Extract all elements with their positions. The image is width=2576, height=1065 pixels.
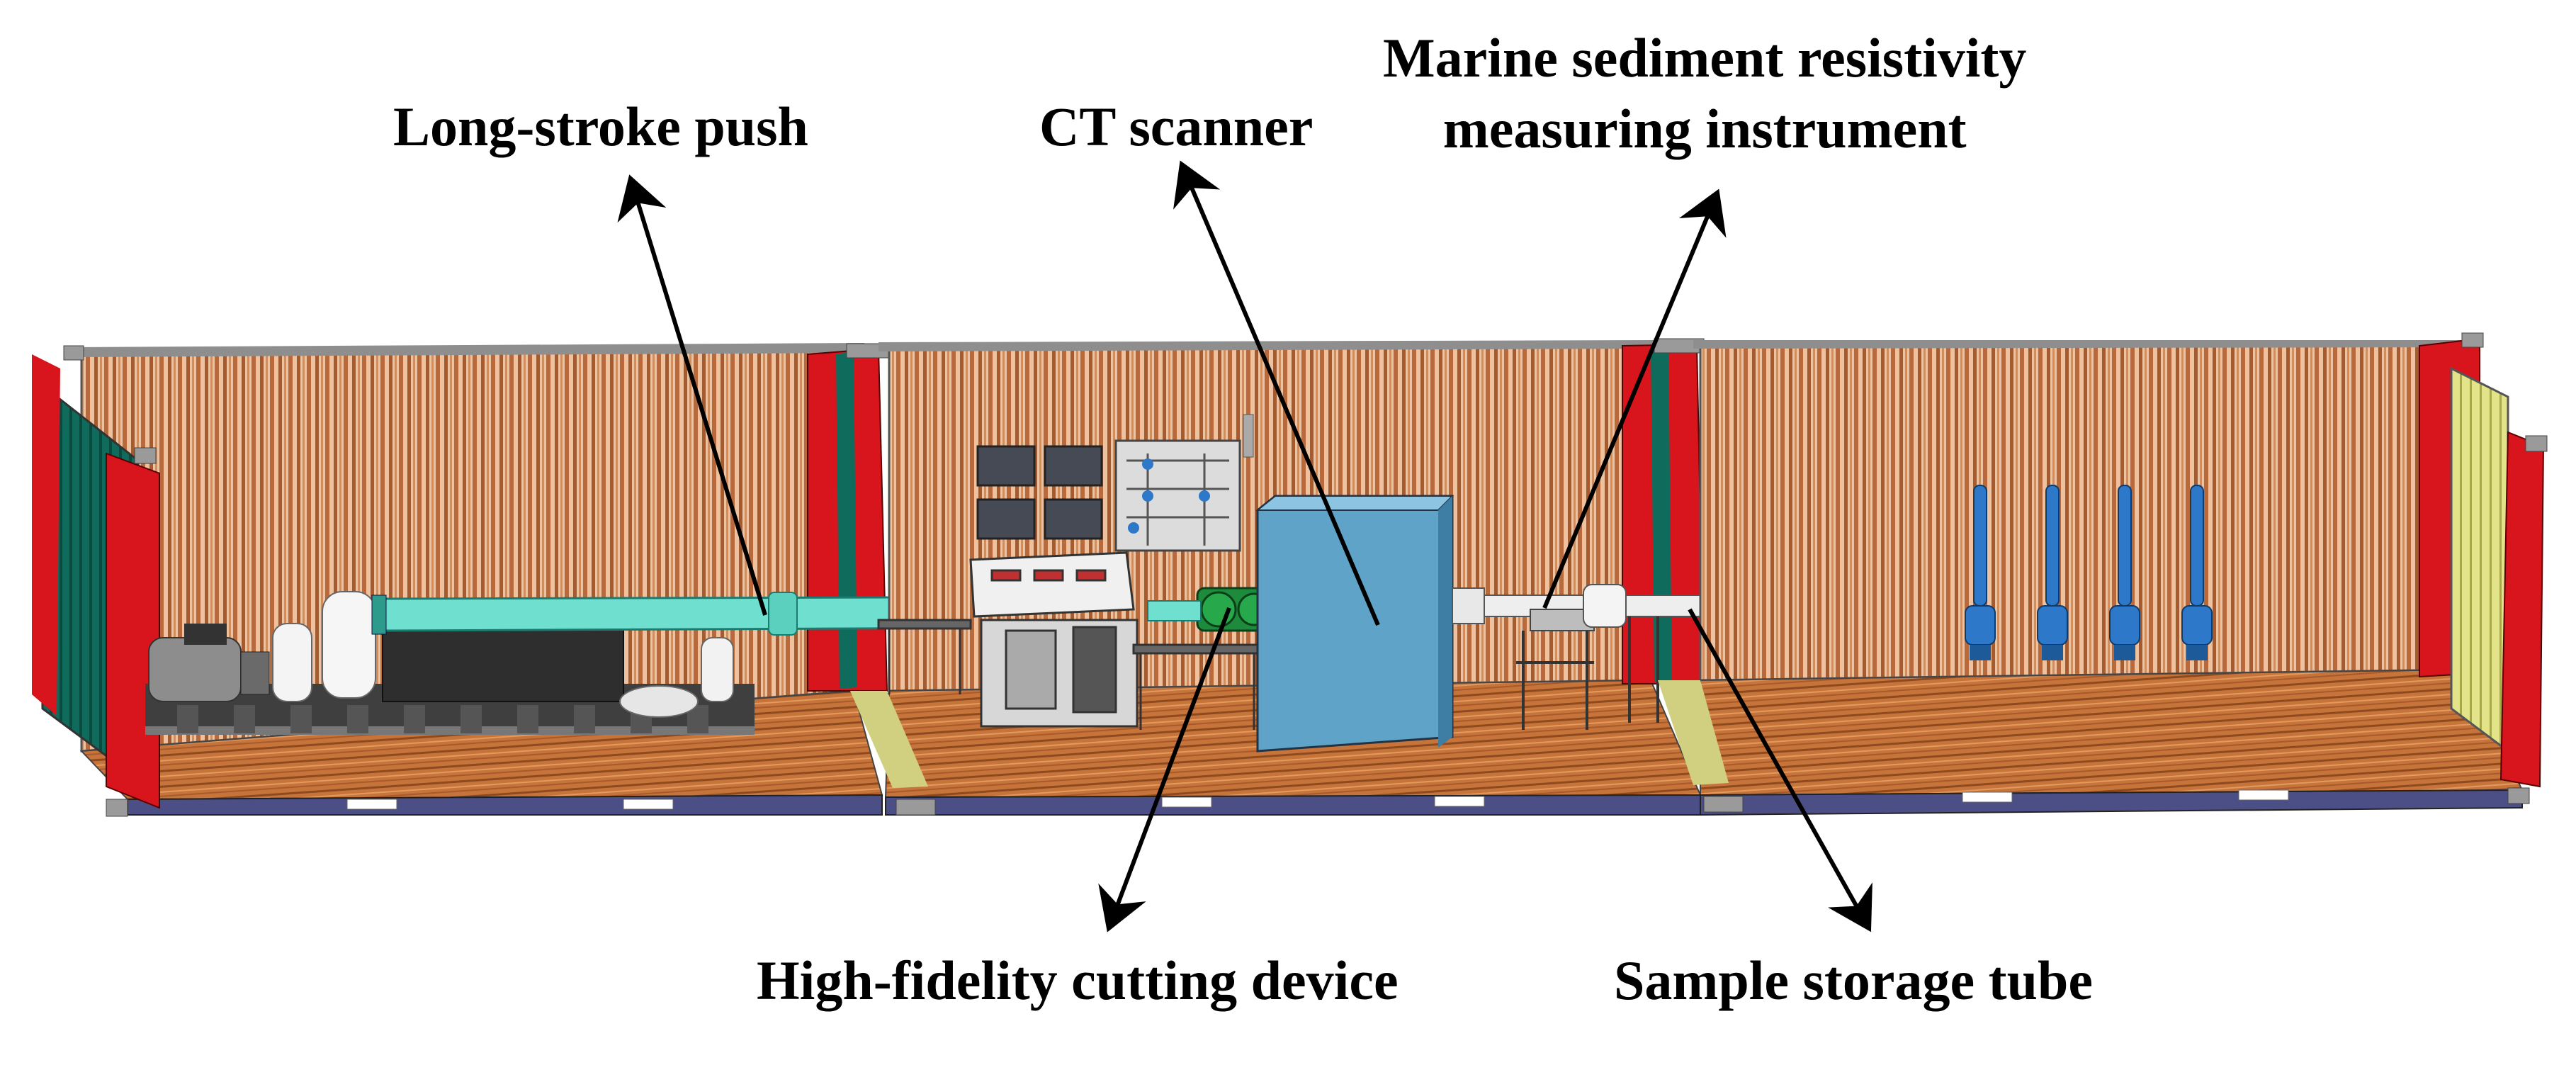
left-end-frame-red	[106, 452, 160, 809]
callout-arrows	[617, 160, 1872, 932]
label-ct-scanner: CT scanner	[1039, 96, 1314, 157]
storage-tube-1	[1965, 485, 1996, 660]
storage-tube-2	[2037, 485, 2068, 660]
arrow-ct-scanner	[1173, 160, 1380, 626]
arrow-storage-tube	[1688, 608, 1872, 932]
container-right-back-wall	[1699, 344, 2467, 682]
pump-skid	[145, 591, 755, 735]
storage-tube-4	[2181, 485, 2213, 660]
container-right	[1658, 332, 2548, 816]
label-storage-tube: Sample storage tube	[1614, 950, 2093, 1011]
label-cutting-device: High-fidelity cutting device	[757, 950, 1399, 1011]
label-resistivity-instrument: Marine sediment resistivity measuring in…	[1383, 23, 2026, 164]
arrow-cutting-device	[1098, 607, 1231, 932]
container-left	[32, 343, 897, 817]
ct-scanner	[1255, 495, 1485, 753]
left-door-frame-red	[32, 354, 60, 716]
right-end-door	[2450, 366, 2509, 753]
control-console	[877, 551, 1262, 730]
container-right-floor	[1700, 668, 2524, 796]
storage-tube-3	[2109, 485, 2140, 660]
container-left-roof-edge	[67, 343, 864, 357]
arrow-resistivity	[1542, 188, 1727, 609]
resistivity-instrument	[1484, 584, 1712, 730]
sample-storage-tubes	[1965, 485, 2213, 660]
arrow-long-stroke-push	[617, 174, 767, 616]
label-resistivity-line2: measuring instrument	[1442, 97, 1967, 159]
container-left-base	[127, 794, 883, 816]
label-resistivity-line1: Marine sediment resistivity	[1383, 27, 2027, 89]
label-long-stroke-push: Long-stroke push	[393, 96, 808, 157]
monitor-wall	[976, 414, 1254, 552]
